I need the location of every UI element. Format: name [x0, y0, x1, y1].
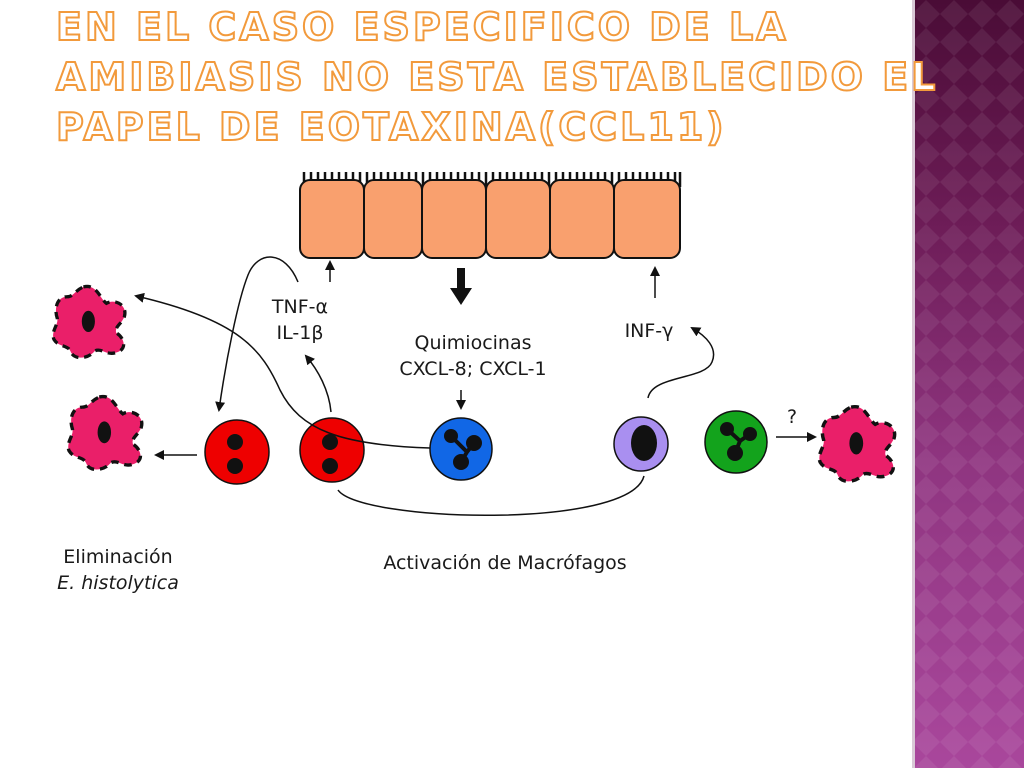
lymphocyte-cell — [613, 416, 669, 472]
cxcl-label: CXCL-8; CXCL-1 — [399, 358, 547, 380]
eliminacion-label: Eliminación — [63, 546, 173, 568]
eosinophil-cell — [704, 410, 768, 474]
tnf-alpha-label: TNF-α — [271, 296, 329, 318]
macrophage-cell — [299, 417, 365, 483]
arrow-neutrophil-to-amoeba — [134, 292, 431, 449]
side-band-edge — [912, 0, 915, 768]
chemokines-label: Quimiocinas CXCL-8; CXCL-1 — [378, 330, 568, 382]
decorative-side-band — [912, 0, 1024, 768]
arrow-epithelium-to-macrophage — [215, 256, 299, 412]
title-line-2: AMIBIASIS NO ESTA ESTABLECIDO EL — [55, 54, 939, 100]
neutrophil-cell — [429, 417, 493, 481]
epithelial-cell — [421, 179, 487, 259]
epithelial-cell — [549, 179, 615, 259]
arrows — [134, 256, 817, 516]
cytokines-label: TNF-α IL-1β — [262, 294, 338, 346]
arrow-lymphocyte-to-inf — [647, 327, 715, 399]
title-line-3: PAPEL DE EOTAXINA(CCL11) — [55, 104, 727, 150]
il-1b-label: IL-1β — [276, 322, 324, 344]
secretion-arrow — [450, 268, 472, 305]
epithelial-cell — [613, 179, 681, 259]
macrophage-cell — [204, 419, 270, 485]
arrow-lymphocyte-activates-macrophage — [337, 475, 645, 516]
unknown-question-label: ? — [786, 406, 798, 428]
arrow-macrophage-to-cytokines — [304, 354, 332, 413]
diamond-pattern — [912, 0, 1024, 768]
epithelial-layer — [299, 179, 681, 259]
quimiocinas-label: Quimiocinas — [414, 332, 532, 354]
histolytica-label: E. histolytica — [57, 572, 179, 594]
epithelial-cell — [299, 179, 365, 259]
amoeba-icon — [51, 284, 127, 360]
interferon-label: INF-γ — [624, 320, 674, 342]
macrophage-activation-label: Activación de Macrófagos — [383, 552, 627, 574]
epithelial-cell — [485, 179, 551, 259]
slide-title: EN EL CASO ESPECIFICO DE LA AMIBIASIS NO… — [55, 2, 939, 152]
amoeba-icon — [817, 404, 897, 484]
epithelial-cell — [363, 179, 423, 259]
amoeba-icon — [66, 394, 144, 472]
title-line-1: EN EL CASO ESPECIFICO DE LA — [55, 4, 789, 50]
elimination-label: Eliminación E. histolytica — [30, 544, 206, 596]
